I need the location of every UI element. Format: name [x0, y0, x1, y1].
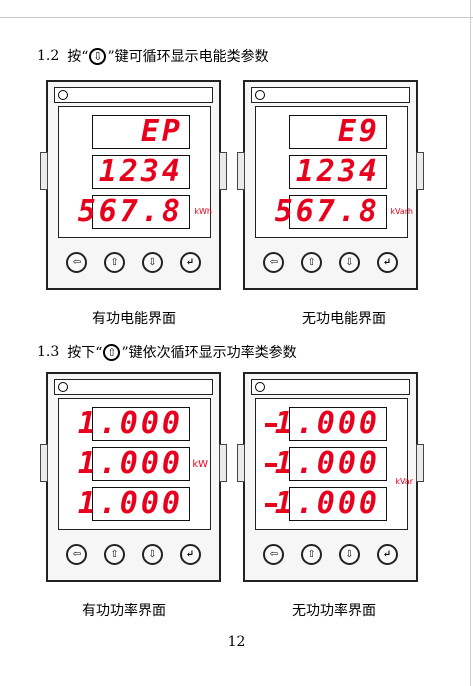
left-arrow-button[interactable]: ⇦	[263, 544, 285, 565]
meter-buttons: ⇦ ⇧ ⇩ ↵	[245, 252, 416, 273]
down-arrow-button[interactable]: ⇩	[338, 544, 360, 565]
heading-text-before: 按“	[67, 49, 89, 65]
minus-sign-icon	[265, 463, 277, 467]
lcd-row-3: 567.8	[275, 195, 387, 229]
up-arrow-button[interactable]: ⇧	[104, 252, 126, 273]
meter-screen: 1.000 1.000 1.000 kVar	[255, 398, 413, 530]
page-top-rule	[0, 17, 473, 18]
down-arrow-icon: ⇩	[89, 47, 107, 65]
lcd-row-2: 1234	[92, 155, 190, 189]
enter-button[interactable]: ↵	[376, 252, 398, 273]
meter-title-bar	[251, 87, 410, 103]
mount-clip	[219, 444, 227, 482]
lcd-row-1: 1.000	[78, 407, 190, 441]
heading-text-after: ”键依次循环显示功率类参数	[121, 345, 297, 361]
meter-reactive-energy: E9 1234 567.8 kVarh ⇦ ⇧ ⇩ ↵	[237, 80, 424, 290]
lcd-row-3: 567.8	[78, 195, 190, 229]
down-arrow-button[interactable]: ⇩	[141, 544, 163, 565]
unit-label: kVar	[395, 477, 413, 486]
page-number: 12	[227, 634, 246, 650]
meter-buttons: ⇦ ⇧ ⇩ ↵	[48, 252, 219, 273]
meter-title-bar	[54, 87, 213, 103]
mount-clip	[237, 152, 245, 190]
left-arrow-button[interactable]: ⇦	[66, 252, 88, 273]
enter-button[interactable]: ↵	[376, 544, 398, 565]
unit-label: kW	[192, 459, 208, 470]
brand-logo-icon	[58, 382, 68, 392]
up-arrow-button[interactable]: ⇧	[301, 252, 323, 273]
brand-logo-icon	[255, 90, 265, 100]
lcd-row-2: 1.000	[78, 447, 190, 481]
up-arrow-button[interactable]: ⇧	[301, 544, 323, 565]
lcd-row-1: E9	[289, 115, 387, 149]
brand-logo-icon	[58, 90, 68, 100]
down-arrow-button[interactable]: ⇩	[141, 252, 163, 273]
section-heading-1-2: 1.2 按“ ⇩ ”键可循环显示电能类参数	[37, 46, 269, 66]
mount-clip	[219, 152, 227, 190]
meter-active-energy: EP 1234 567.8 kWh ⇦ ⇧ ⇩ ↵	[40, 80, 227, 290]
enter-button[interactable]: ↵	[179, 544, 201, 565]
meter-active-power: 1.000 1.000 1.000 kW ⇦ ⇧ ⇩ ↵	[40, 372, 227, 582]
meter-screen: EP 1234 567.8 kWh	[58, 106, 212, 238]
lcd-row-2: 1234	[289, 155, 387, 189]
unit-label: kVarh	[390, 207, 413, 216]
up-arrow-icon: ⇧	[103, 343, 121, 361]
enter-button[interactable]: ↵	[179, 252, 201, 273]
heading-text-after: ”键可循环显示电能类参数	[107, 49, 269, 65]
left-arrow-button[interactable]: ⇦	[66, 544, 88, 565]
section-number: 1.2	[37, 48, 60, 64]
up-arrow-button[interactable]: ⇧	[104, 544, 126, 565]
caption-active-power: 有功功率界面	[82, 603, 166, 619]
brand-logo-icon	[255, 382, 265, 392]
minus-sign-icon	[265, 503, 277, 507]
meter-title-bar	[251, 379, 410, 395]
lcd-row-2: 1.000	[275, 447, 387, 481]
lcd-row-1: EP	[92, 115, 190, 149]
lcd-row-1: 1.000	[275, 407, 387, 441]
meter-buttons: ⇦ ⇧ ⇩ ↵	[48, 544, 219, 565]
caption-reactive-power: 无功功率界面	[292, 603, 376, 619]
lcd-row-3: 1.000	[275, 487, 387, 521]
lcd-row-3: 1.000	[78, 487, 190, 521]
minus-sign-icon	[265, 423, 277, 427]
mount-clip	[416, 152, 424, 190]
page-right-rule	[470, 0, 471, 686]
unit-label: kWh	[194, 207, 212, 216]
heading-text-before: 按下“	[67, 345, 103, 361]
section-heading-1-3: 1.3 按下“ ⇧ ”键依次循环显示功率类参数	[37, 342, 297, 362]
section-number: 1.3	[37, 344, 60, 360]
caption-active-energy: 有功电能界面	[92, 311, 176, 327]
meter-reactive-power: 1.000 1.000 1.000 kVar ⇦ ⇧ ⇩ ↵	[237, 372, 424, 582]
down-arrow-button[interactable]: ⇩	[338, 252, 360, 273]
mount-clip	[40, 152, 48, 190]
mount-clip	[237, 444, 245, 482]
meter-buttons: ⇦ ⇧ ⇩ ↵	[245, 544, 416, 565]
meter-screen: E9 1234 567.8 kVarh	[255, 106, 413, 238]
meter-screen: 1.000 1.000 1.000 kW	[58, 398, 211, 530]
caption-reactive-energy: 无功电能界面	[302, 311, 386, 327]
mount-clip	[40, 444, 48, 482]
left-arrow-button[interactable]: ⇦	[263, 252, 285, 273]
meter-title-bar	[54, 379, 213, 395]
mount-clip	[416, 444, 424, 482]
